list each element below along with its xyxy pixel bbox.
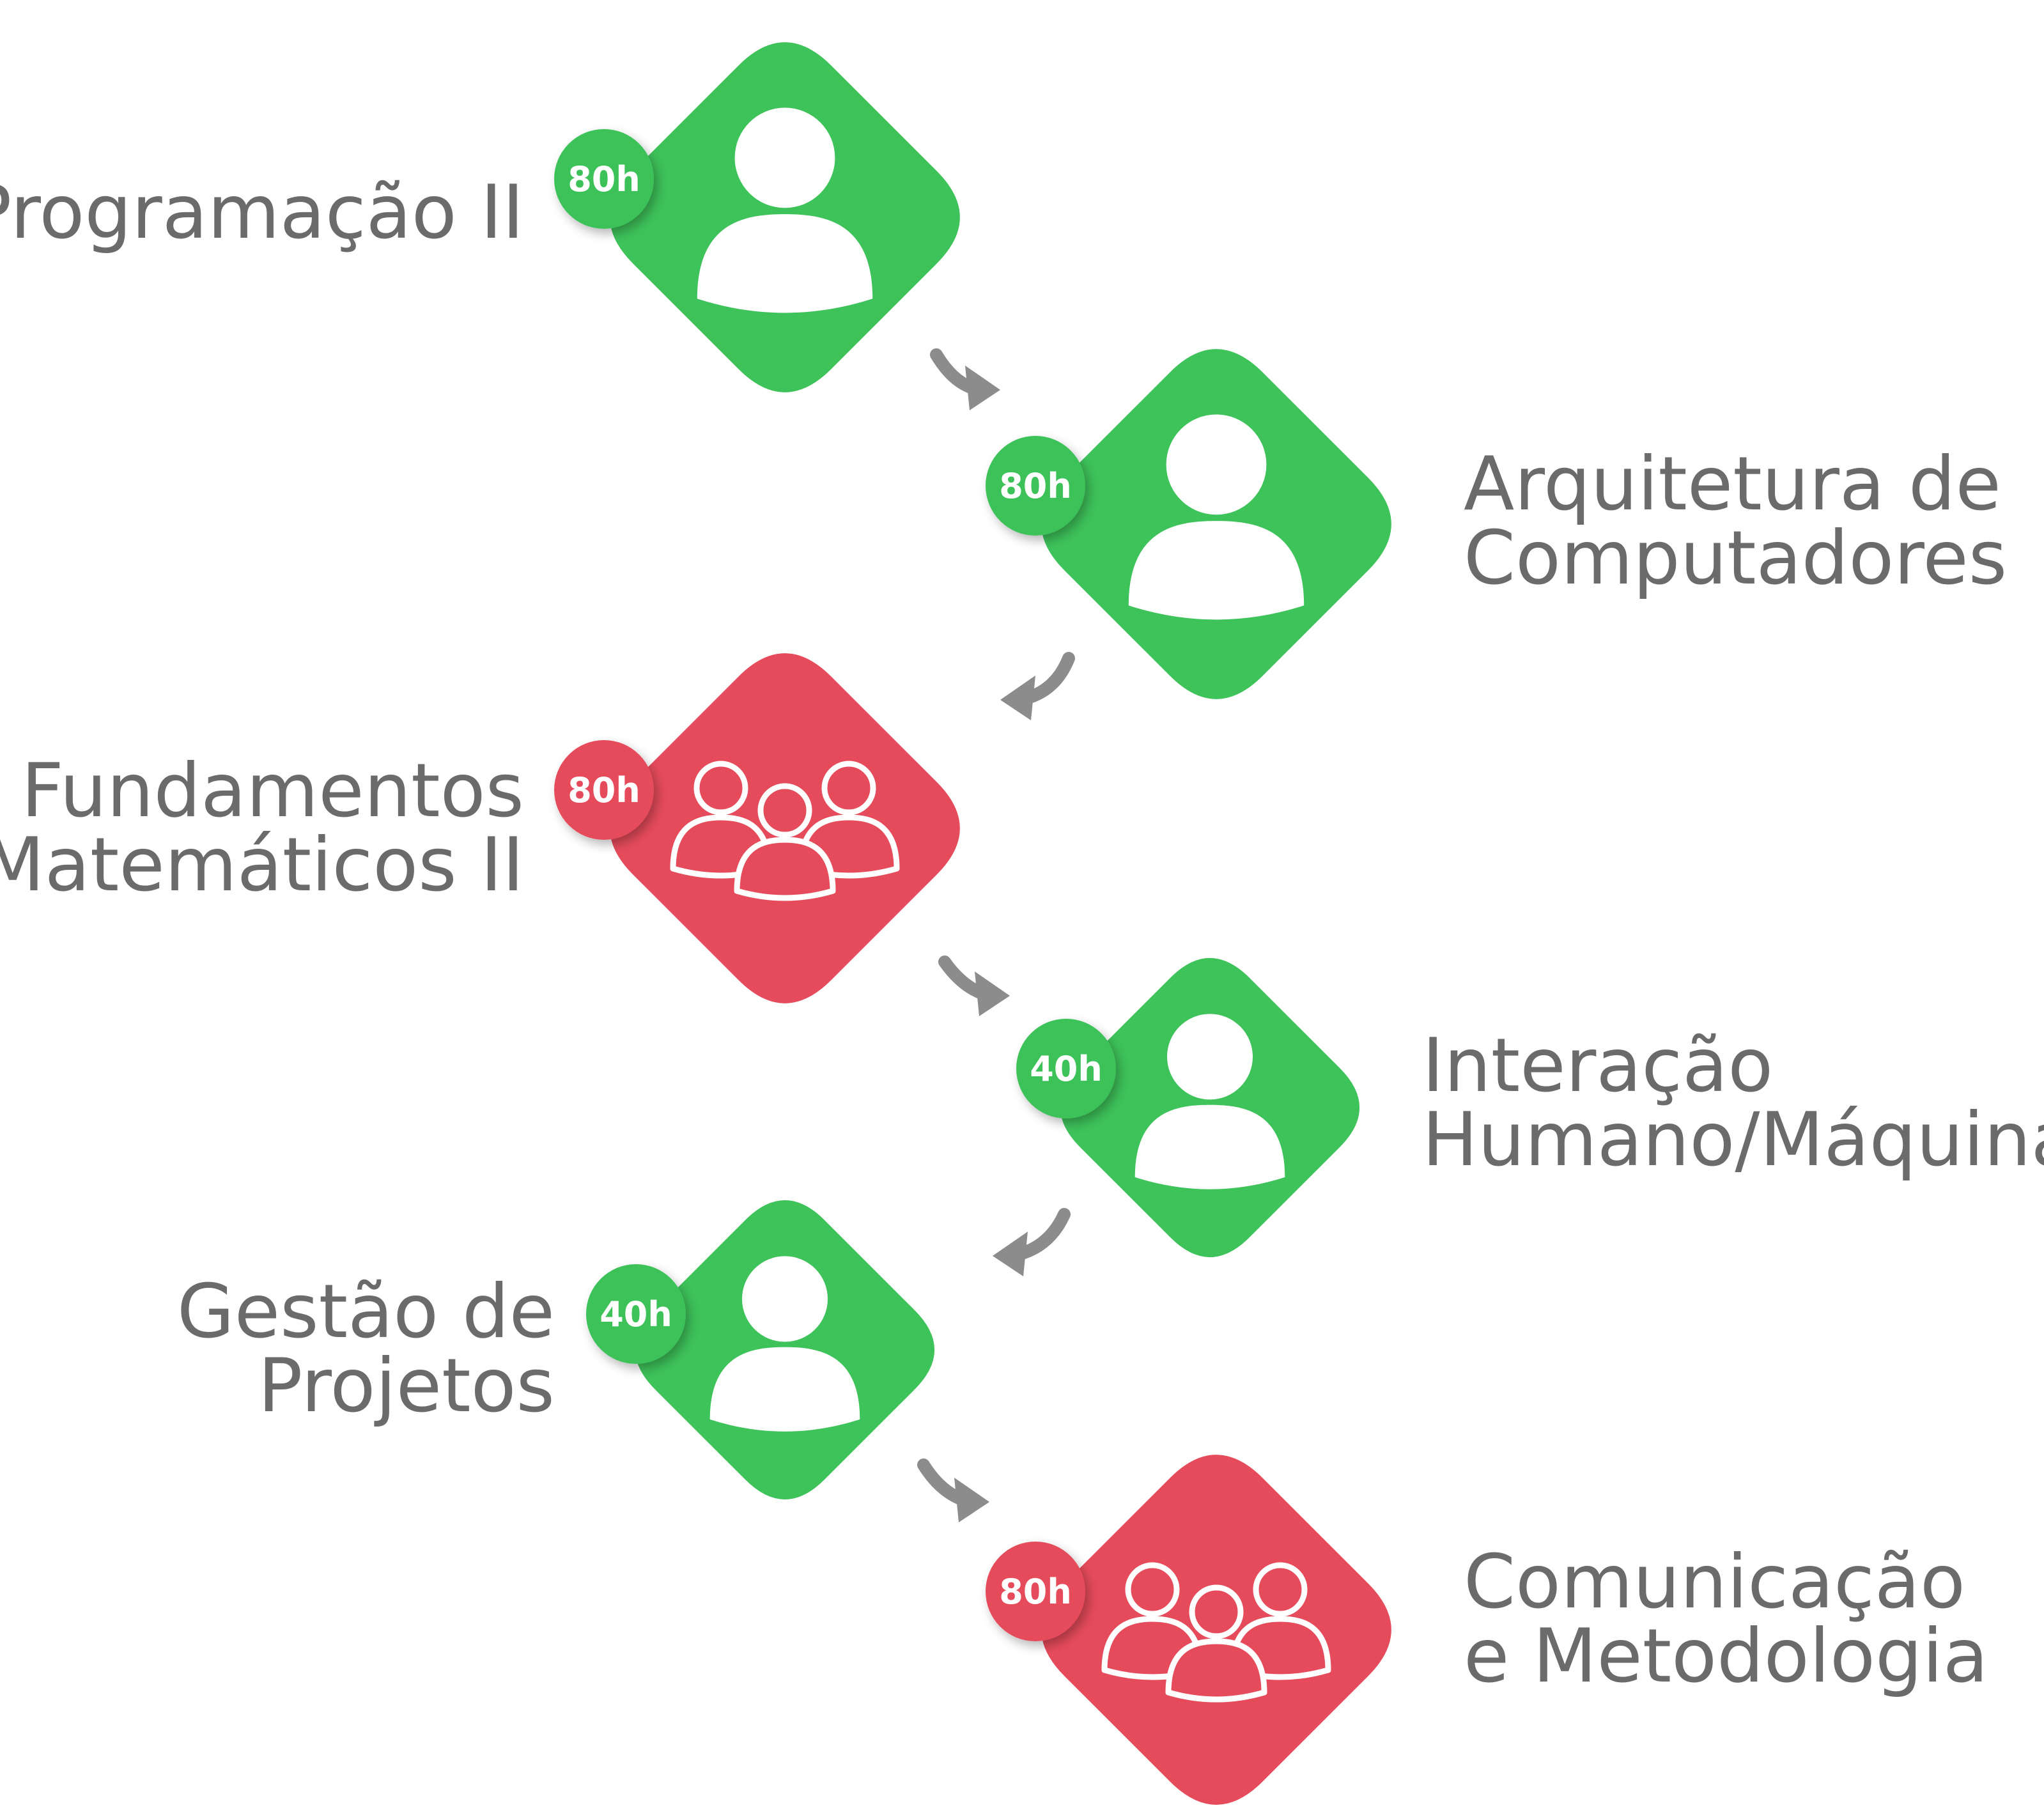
course-name-line: Projetos: [258, 1343, 555, 1429]
arrow-head: [975, 971, 1010, 1016]
course-node: 80h: [986, 349, 1391, 699]
hours-badge-circle: [1016, 1019, 1116, 1118]
group-member: [1165, 1584, 1267, 1703]
hours-badge-text: 40h: [600, 1294, 672, 1334]
hours-badge: 80h: [986, 436, 1085, 536]
course-name-line: Comunicação: [1464, 1539, 1965, 1625]
hours-badge: 80h: [554, 740, 654, 840]
hours-badge: 80h: [986, 1542, 1085, 1641]
course-name: Programação II: [0, 176, 524, 250]
person-head: [741, 1256, 828, 1342]
group-icon: [1101, 1562, 1331, 1703]
hours-badge-text: 80h: [568, 770, 640, 810]
hours-badge: 40h: [586, 1264, 686, 1364]
hours-badge-circle: [586, 1264, 686, 1364]
nodes-layer: 80h 80h 80h 40h 40h 80h: [554, 42, 1391, 1805]
person-head: [1166, 414, 1267, 515]
course-node: 40h: [1016, 957, 1360, 1258]
flow-arrow: [993, 1208, 1071, 1276]
person-icon: [709, 1256, 860, 1432]
course-name-line: Computadores: [1464, 515, 2008, 601]
course-name-line: Programação II: [0, 169, 524, 256]
arrow-head: [954, 1478, 989, 1522]
course-name-line: Arquitetura de: [1464, 441, 2001, 527]
hours-badge-text: 80h: [999, 466, 1072, 506]
hours-badge: 40h: [1016, 1019, 1116, 1118]
group-member: [734, 783, 836, 901]
hours-badge-text: 80h: [568, 159, 640, 199]
person-head: [734, 107, 835, 208]
person-icon: [1128, 414, 1305, 620]
course-node: 80h: [986, 1455, 1391, 1805]
course-name-line: Interação: [1422, 1023, 1774, 1109]
person-body: [1128, 521, 1305, 620]
hours-badge-circle: [986, 1542, 1085, 1641]
course-name-line: e Metodologia: [1464, 1613, 1988, 1699]
hours-badge-text: 80h: [999, 1572, 1072, 1612]
course-name-line: Gestão de: [176, 1269, 555, 1355]
hours-badge-text: 40h: [1030, 1049, 1103, 1089]
course-name-line: Humano/Máquina: [1422, 1097, 2044, 1183]
course-node: 40h: [586, 1200, 935, 1500]
flow-arrow: [938, 955, 1010, 1016]
arrow-head: [965, 366, 1000, 410]
arrow-head: [1000, 676, 1035, 720]
hours-badge: 80h: [554, 129, 654, 229]
course-node: 80h: [554, 42, 960, 392]
person-body: [1134, 1104, 1285, 1189]
arrows-layer: [917, 348, 1075, 1522]
flow-arrow: [1000, 652, 1075, 720]
arrow-head: [993, 1232, 1028, 1276]
hours-badge-circle: [986, 436, 1085, 536]
person-icon: [1134, 1014, 1285, 1189]
hours-badge-circle: [554, 129, 654, 229]
person-head: [1166, 1014, 1253, 1100]
person-icon: [697, 107, 873, 313]
flow-arrow: [917, 1458, 989, 1522]
course-node: 80h: [554, 653, 960, 1003]
course-name-line: Matemáticos II: [0, 822, 524, 908]
person-body: [709, 1347, 860, 1432]
person-body: [697, 214, 873, 313]
hours-badge-circle: [554, 740, 654, 840]
course-name-line: Fundamentos: [21, 748, 524, 834]
flow-arrow: [930, 348, 1000, 410]
group-icon: [670, 761, 900, 901]
